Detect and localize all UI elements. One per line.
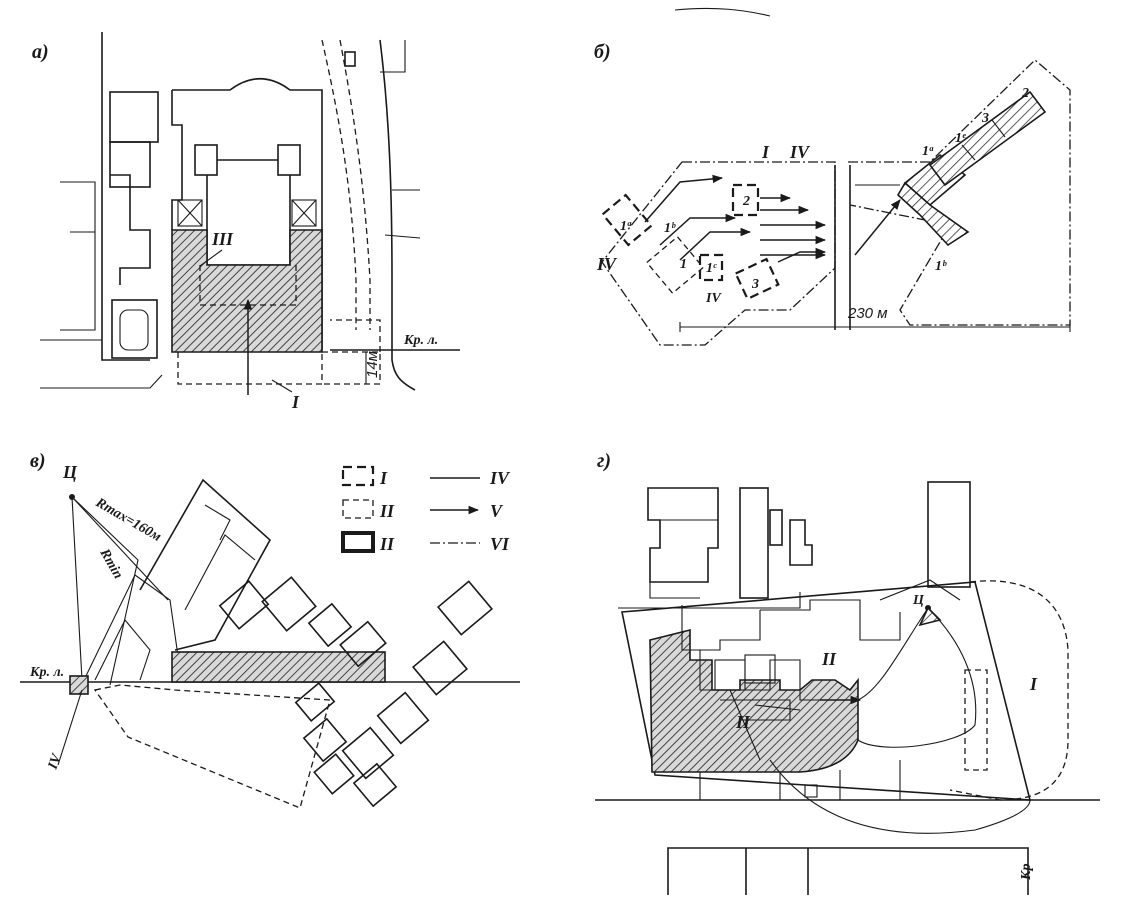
panel-v-rmax: Rmax=160м — [92, 495, 164, 545]
panel-g-center-label: Ц — [912, 593, 925, 608]
panel-a-label-I: I — [291, 392, 300, 412]
legend-label-2: II — [379, 501, 395, 521]
panel-b-num-3: 3 — [981, 111, 989, 126]
panel-g: г) Ц — [595, 450, 1100, 895]
panel-g-label: г) — [597, 450, 611, 472]
panel-b: б) I — [594, 41, 1071, 346]
panel-v-hatched-strip — [171, 651, 386, 683]
panel-v: в) Ц Rmax=160м Rmin Кр. л. IV — [20, 450, 520, 809]
legend-label-5: V — [490, 501, 504, 521]
panel-a-hatched-area — [171, 229, 323, 353]
panel-a-zone-I — [177, 352, 323, 385]
panel-b-box-1b-label: 1ᵇ — [664, 221, 676, 236]
panel-a-building — [171, 78, 323, 350]
panel-b-num-1v: 1ᵉ — [955, 131, 966, 146]
panel-a-neighbor-buildings — [40, 32, 163, 389]
legend-symbol-1 — [341, 465, 375, 487]
panel-g-label-II-lower: II — [735, 712, 751, 732]
scan-mark — [674, 7, 771, 17]
legend-label-4: IV — [489, 468, 511, 488]
panel-a-street — [321, 39, 421, 391]
panel-g-upper-buildings — [647, 481, 971, 599]
panel-b-label-I: I — [761, 142, 770, 162]
panel-a-red-line-label: Кр. л. — [403, 333, 438, 348]
panel-a-label: а) — [32, 41, 49, 63]
panel-g-label-I: I — [1029, 674, 1038, 694]
panel-b-building-1b — [896, 181, 970, 247]
panel-b-num-1a: 1ᵃ — [922, 144, 934, 159]
legend-label-6: VI — [490, 534, 510, 554]
legend-symbol-3 — [341, 531, 375, 553]
panel-b-boundary-left — [601, 161, 836, 346]
panel-g-inner-outlines — [681, 599, 901, 761]
panel-b-label: б) — [594, 41, 611, 63]
panel-b-label-IV-top: IV — [789, 142, 811, 162]
legend: I II II IV V VI — [341, 465, 511, 554]
panel-a-label-III: III — [211, 229, 234, 249]
panel-b-num-2: 2 — [1021, 86, 1029, 101]
panel-v-ray-label: IV — [45, 751, 65, 773]
panel-g-bottom-buildings — [667, 847, 1029, 895]
panel-b-dimension: 230 м — [847, 305, 887, 322]
panel-a-offset: 14м — [364, 351, 381, 378]
panel-b-building-row — [928, 90, 1047, 187]
panel-v-center-label: Ц — [62, 462, 78, 482]
panel-g-label-II-upper: II — [821, 649, 837, 669]
panel-b-label-IV-left: IV — [596, 254, 618, 274]
panel-v-dashed-zone — [93, 684, 331, 809]
panel-b-box-2-label: 2 — [742, 194, 750, 209]
panel-b-box-1a — [601, 193, 653, 247]
panel-b-num-1b: 1ᵇ — [935, 259, 947, 274]
panel-v-label: в) — [30, 450, 46, 472]
panel-g-arc — [769, 759, 1031, 834]
panel-v-rmin: Rmin — [96, 546, 126, 582]
panel-b-box-1c-label: 1ᶜ — [706, 261, 717, 276]
panel-g-zone-I — [949, 580, 1069, 801]
panel-a: а) — [32, 32, 460, 412]
panel-a-inner-dashed — [199, 265, 297, 306]
panel-v-neighbor-buildings — [218, 576, 494, 808]
panel-v-rmax-ray — [71, 496, 169, 601]
panel-v-rmin-ray — [71, 496, 83, 681]
panel-v-red-line-label: Кр. л. — [29, 665, 64, 680]
panel-b-arrows — [644, 174, 901, 263]
panel-v-corner-building — [69, 675, 89, 695]
panel-b-label-IV-bottom: IV — [705, 291, 722, 306]
legend-symbol-2 — [342, 499, 374, 519]
legend-label-3: II — [379, 534, 395, 554]
panel-b-box-1c — [698, 253, 724, 282]
legend-label-1: I — [379, 468, 388, 488]
panel-v-slanted-building — [139, 478, 272, 651]
panel-g-edge-text: Кр — [1019, 864, 1034, 882]
panel-b-box-1a-label: 1ᵃ — [620, 219, 632, 234]
panel-b-box-1-label: 1 — [680, 257, 687, 272]
panel-b-box-3-label: 3 — [751, 277, 759, 292]
